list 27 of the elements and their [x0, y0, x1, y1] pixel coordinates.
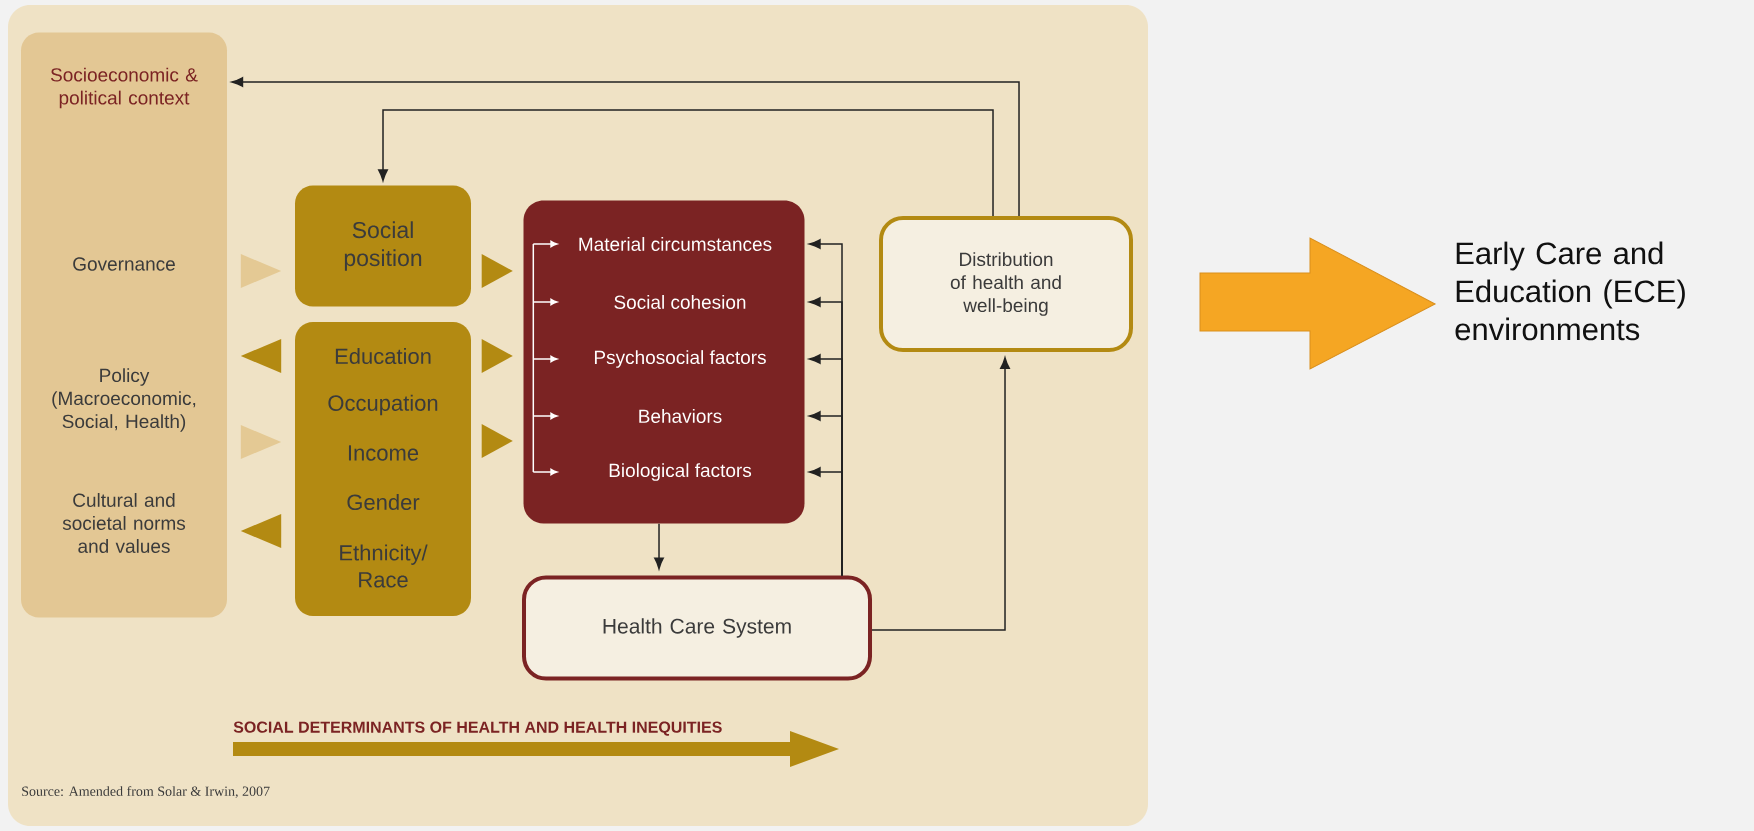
system-box: Health Care System: [522, 575, 872, 681]
factor-label: Behaviors: [639, 409, 722, 423]
factor-list-box: Education Occupation Income Gender Ethnicity/ Race: [295, 322, 471, 616]
arrow: [231, 77, 1020, 217]
context-panel: Socioeconomic & political context Governance Policy (Macroeconomic, Social, Health) Cultural and societal norms and values: [21, 32, 227, 618]
position-box: Social position: [295, 185, 471, 307]
chevron-arrow: [240, 514, 282, 548]
factor-label: Material circumstances: [579, 237, 772, 251]
chevron-arrow: [240, 339, 282, 373]
factor-label: Social cohesion: [614, 295, 746, 309]
factor-label: Biological factors: [609, 463, 752, 481]
arrow: [808, 467, 843, 577]
chevron-arrow: [481, 254, 513, 288]
chevron-arrow: [240, 254, 282, 288]
factor-box: [523, 200, 805, 524]
outcome-box: Distribution of health and well-being: [879, 216, 1133, 352]
note-text: Early Care and Education (ECE) environments: [1455, 241, 1685, 341]
source-note: Source: Amended from Solar & Irwin, 2007: [22, 786, 270, 798]
arrow: [871, 357, 1010, 631]
arrow: [378, 109, 994, 217]
block-arrow: [1199, 237, 1436, 370]
chevron-arrow: [240, 425, 282, 459]
arrow: [654, 522, 664, 570]
chevron-arrow: [481, 339, 513, 373]
axis-label: SOCIAL DETERMINANTS OF HEALTH AND HEALTH INEQUITIES: [233, 721, 722, 736]
factor-label: Psychosocial factors: [594, 350, 766, 368]
chevron-arrow: [481, 424, 513, 458]
